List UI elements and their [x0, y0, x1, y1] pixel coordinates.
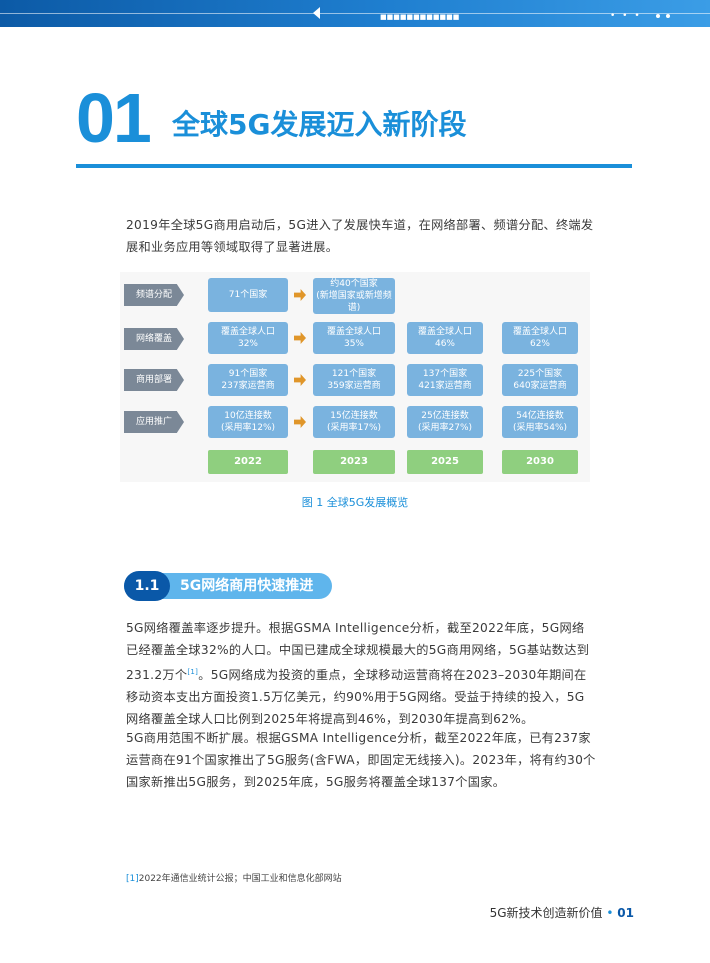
chapter-title: 全球5G发展迈入新阶段 [172, 108, 467, 141]
cell-text: 覆盖全球人口 62% [512, 327, 567, 349]
footnote: [1]2022年通信业统计公报；中国工业和信息化部网站 [126, 871, 342, 884]
cell-text: 25亿连接数 (采用率27%) [417, 411, 473, 433]
cell-coverage-2023: 覆盖全球人口 35% [313, 322, 395, 354]
cell-text: 121个国家 359家运营商 [327, 369, 381, 391]
page-number: 01 [617, 906, 634, 920]
footnote-text: 2022年通信业统计公报；中国工业和信息化部网站 [138, 874, 342, 884]
cell-text: 10亿连接数 (采用率12%) [220, 411, 276, 433]
year-label: 2030 [502, 450, 578, 474]
banner-dot-icon [666, 14, 670, 18]
overview-figure: 频谱分配 71个国家 约40个国家 (新增国家或新增频谱) 网络覆盖 覆盖全球人… [120, 272, 590, 482]
cell-application-2030: 54亿连接数 (采用率54%) [502, 406, 578, 438]
cell-text: 15亿连接数 (采用率17%) [326, 411, 382, 433]
cell-text: 覆盖全球人口 32% [220, 327, 275, 349]
footer-separator: • [606, 906, 614, 920]
citation-ref[interactable]: [1] [187, 668, 199, 676]
cell-deployment-2025: 137个国家 421家运营商 [407, 364, 483, 396]
row-label-coverage: 网络覆盖 [124, 328, 184, 350]
cell-text: 71个国家 [228, 290, 268, 300]
banner-dots-decoration: • • • [610, 11, 642, 21]
cell-deployment-2023: 121个国家 359家运营商 [313, 364, 395, 396]
cell-text: 225个国家 640家运营商 [513, 369, 567, 391]
body-paragraph-2: 5G商用范围不断扩展。根据GSMA Intelligence分析，截至2022年… [126, 731, 596, 789]
row-label-deployment: 商用部署 [124, 369, 184, 391]
section-title: 5G网络商用快速推进 [180, 578, 314, 594]
cell-spectrum-2022: 71个国家 [208, 278, 288, 312]
cell-text: 约40个国家 (新增国家或新增频谱) [316, 279, 392, 313]
year-label: 2023 [313, 450, 395, 474]
cell-text: 91个国家 237家运营商 [221, 369, 275, 391]
cell-application-2022: 10亿连接数 (采用率12%) [208, 406, 288, 438]
top-banner: ■■■■■■■■■■■■ • • • [0, 0, 710, 27]
right-arrow-icon [294, 289, 306, 301]
cell-text: 覆盖全球人口 46% [417, 327, 472, 349]
chapter-number: 01 [76, 79, 152, 157]
body-paragraph-1: 5G网络覆盖率逐步提升。根据GSMA Intelligence分析，截至2022… [126, 617, 596, 730]
cell-deployment-2030: 225个国家 640家运营商 [502, 364, 578, 396]
row-label-spectrum: 频谱分配 [124, 284, 184, 306]
paragraph-text: 。5G网络成为投资的重点，全球移动运营商将在2023–2030年期间在移动资本支… [126, 668, 587, 727]
year-label: 2022 [208, 450, 288, 474]
cell-coverage-2025: 覆盖全球人口 46% [407, 322, 483, 354]
cell-text: 覆盖全球人口 35% [326, 327, 381, 349]
section-number: 1.1 [124, 571, 170, 601]
cell-text: 54亿连接数 (采用率54%) [512, 411, 568, 433]
cell-application-2025: 25亿连接数 (采用率27%) [407, 406, 483, 438]
chapter-rule [76, 164, 632, 168]
cell-coverage-2022: 覆盖全球人口 32% [208, 322, 288, 354]
footnote-ref: [1] [126, 874, 139, 884]
cell-application-2023: 15亿连接数 (采用率17%) [313, 406, 395, 438]
page-footer: 5G新技术创造新价值 • 01 [490, 904, 634, 921]
banner-dot-icon [656, 14, 660, 18]
banner-squares-decoration: ■■■■■■■■■■■■ [380, 13, 460, 21]
cell-text: 137个国家 421家运营商 [418, 369, 472, 391]
intro-paragraph: 2019年全球5G商用启动后，5G进入了发展快车道，在网络部署、频谱分配、终端发… [126, 218, 594, 254]
paragraph-text: 5G网络覆盖率逐步提升。根据GSMA Intelligence分析，截至2022… [126, 621, 590, 683]
right-arrow-icon [294, 416, 306, 428]
footer-title: 5G新技术创造新价值 [489, 906, 603, 920]
figure-caption: 图 1 全球5G发展概览 [301, 496, 409, 509]
cell-spectrum-2023: 约40个国家 (新增国家或新增频谱) [313, 278, 395, 314]
right-arrow-icon [294, 374, 306, 386]
cell-coverage-2030: 覆盖全球人口 62% [502, 322, 578, 354]
row-label-application: 应用推广 [124, 411, 184, 433]
right-arrow-icon [294, 332, 306, 344]
cell-deployment-2022: 91个国家 237家运营商 [208, 364, 288, 396]
banner-line [0, 13, 710, 14]
year-label: 2025 [407, 450, 483, 474]
banner-arrow-icon [313, 7, 320, 19]
